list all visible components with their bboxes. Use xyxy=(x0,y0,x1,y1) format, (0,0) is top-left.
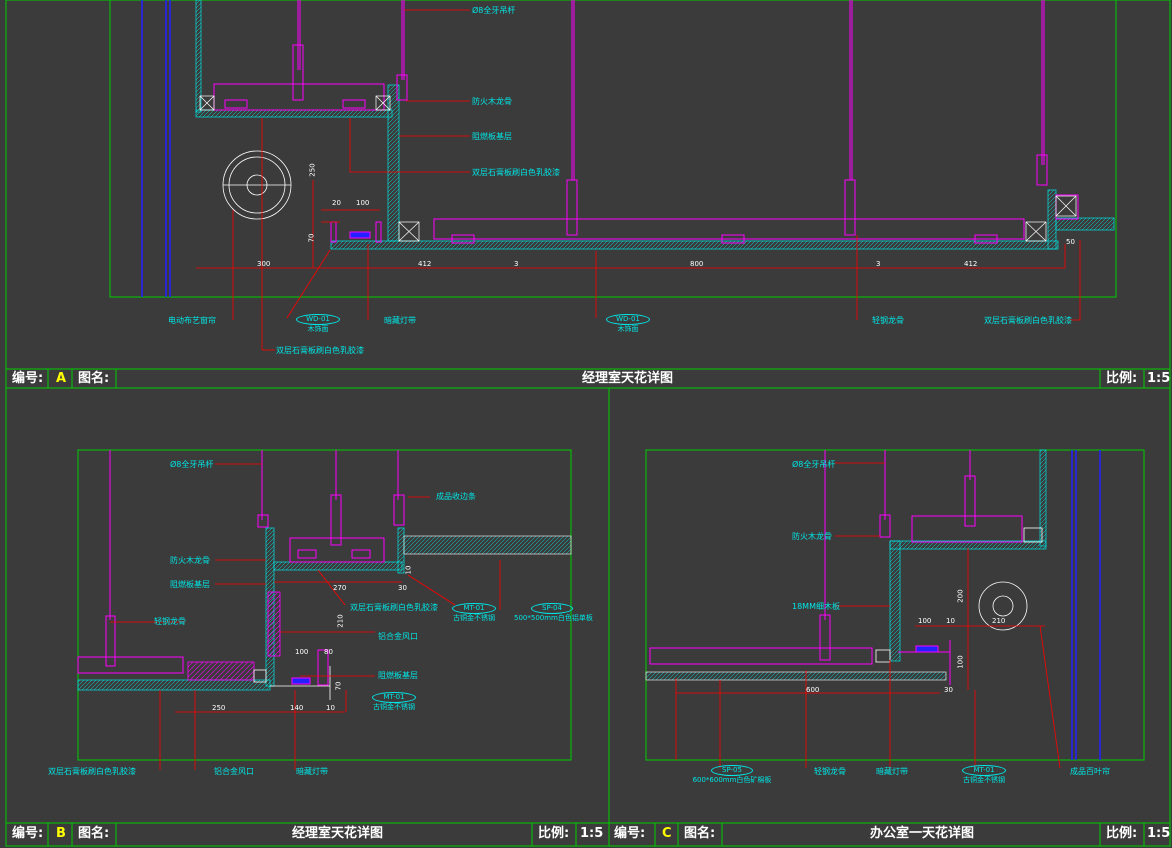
label-b-fire-keel: 防火木龙骨 xyxy=(170,556,210,565)
label-b-vent1: 铝合金风口 xyxy=(378,632,418,641)
dim-a-100: 100 xyxy=(356,199,370,207)
dim-b-210: 210 xyxy=(336,614,345,628)
sheet-frame xyxy=(5,0,1171,847)
label-a-gypsum1: 双层石膏板刷白色乳胶漆 xyxy=(472,168,560,177)
title-a-scale-label: 比例: xyxy=(1106,371,1138,386)
dim-a-50: 50 xyxy=(1066,238,1075,246)
dim-c-210: 210 xyxy=(992,617,1006,625)
label-c-board: 18MM细木板 xyxy=(792,602,840,611)
dim-a-800: 800 xyxy=(690,260,704,268)
title-c-name-label: 图名: xyxy=(684,826,716,841)
label-a-rod: Ø8全牙吊杆 xyxy=(472,6,516,15)
title-c-scale-label: 比例: xyxy=(1106,826,1138,841)
label-c-fire-keel: 防火木龙骨 xyxy=(792,532,832,541)
title-b-name-label: 图名: xyxy=(78,826,110,841)
dim-a-412a: 412 xyxy=(418,260,432,268)
title-a-code-label: 编号: xyxy=(12,371,44,386)
label-a-insul: 阻燃板基层 xyxy=(472,132,512,141)
label-b-lamp: 暗藏灯带 xyxy=(296,767,328,776)
label-a-steel: 轻钢龙骨 xyxy=(872,316,904,325)
title-b-name: 经理室天花详图 xyxy=(292,826,384,841)
label-b-insul: 阻燃板基层 xyxy=(170,580,210,589)
label-a-gypsum2: 双层石膏板刷白色乳胶漆 xyxy=(276,346,364,355)
label-a-curtain: 电动布艺窗帘 xyxy=(168,316,216,325)
dim-a-70: 70 xyxy=(307,233,316,243)
dim-c-30: 30 xyxy=(944,686,953,694)
label-c-rod: Ø8全牙吊杆 xyxy=(792,460,836,469)
title-a-code: A xyxy=(56,371,67,386)
label-b-rod: Ø8全牙吊杆 xyxy=(170,460,214,469)
title-a-name-label: 图名: xyxy=(78,371,110,386)
dim-b-100: 100 xyxy=(295,648,309,656)
title-a-scale: 1:5 xyxy=(1147,371,1171,386)
label-b-gypsum: 双层石膏板刷白色乳胶漆 xyxy=(350,603,438,612)
dim-b-70: 70 xyxy=(334,681,343,691)
panel-a-drawing xyxy=(141,0,1115,351)
dim-a-3a: 3 xyxy=(514,260,519,268)
dim-a-300: 300 xyxy=(257,260,271,268)
title-c-code: C xyxy=(662,826,672,841)
label-b-edge: 成品收边条 xyxy=(436,492,476,501)
dim-c-10: 10 xyxy=(946,617,955,625)
title-c-code-label: 编号: xyxy=(614,826,646,841)
label-b-insul2: 阻燃板基层 xyxy=(378,671,418,680)
panel-b-drawing xyxy=(77,450,572,770)
label-b-steel: 轻钢龙骨 xyxy=(154,617,186,626)
dim-b-270: 270 xyxy=(333,584,347,592)
dim-c-200: 200 xyxy=(956,589,965,603)
title-b-scale-label: 比例: xyxy=(538,826,570,841)
label-a-fire-keel: 防火木龙骨 xyxy=(472,97,512,106)
title-b-scale: 1:5 xyxy=(580,826,604,841)
dim-b-80: 80 xyxy=(324,648,333,656)
title-b-code: B xyxy=(56,826,66,841)
title-a-name: 经理室天花详图 xyxy=(582,371,674,386)
label-b-vent2: 铝合金风口 xyxy=(214,767,254,776)
title-b-code-label: 编号: xyxy=(12,826,44,841)
dim-a-3b: 3 xyxy=(876,260,881,268)
dim-b-140: 140 xyxy=(290,704,304,712)
dim-c-100: 100 xyxy=(918,617,932,625)
dim-a-20: 20 xyxy=(332,199,341,207)
dim-b-10b: 10 xyxy=(326,704,335,712)
dim-a-412b: 412 xyxy=(964,260,978,268)
label-c-steel: 轻钢龙骨 xyxy=(814,767,846,776)
dim-c-100b: 100 xyxy=(956,655,965,669)
label-a-gypsum3: 双层石膏板刷白色乳胶漆 xyxy=(984,316,1072,325)
label-b-gypsum2: 双层石膏板刷白色乳胶漆 xyxy=(48,767,136,776)
label-a-lamp: 暗藏灯带 xyxy=(384,316,416,325)
dim-b-10: 10 xyxy=(404,565,413,575)
label-c-lamp: 暗藏灯带 xyxy=(876,767,908,776)
dim-b-30: 30 xyxy=(398,584,407,592)
panel-c-drawing xyxy=(645,449,1101,769)
title-c-name: 办公室一天花详图 xyxy=(870,826,975,841)
title-c-scale: 1:5 xyxy=(1147,826,1171,841)
dim-b-250: 250 xyxy=(212,704,226,712)
label-c-blind: 成品百叶帘 xyxy=(1070,767,1110,776)
dim-a-250: 250 xyxy=(308,163,317,177)
dim-c-600: 600 xyxy=(806,686,820,694)
